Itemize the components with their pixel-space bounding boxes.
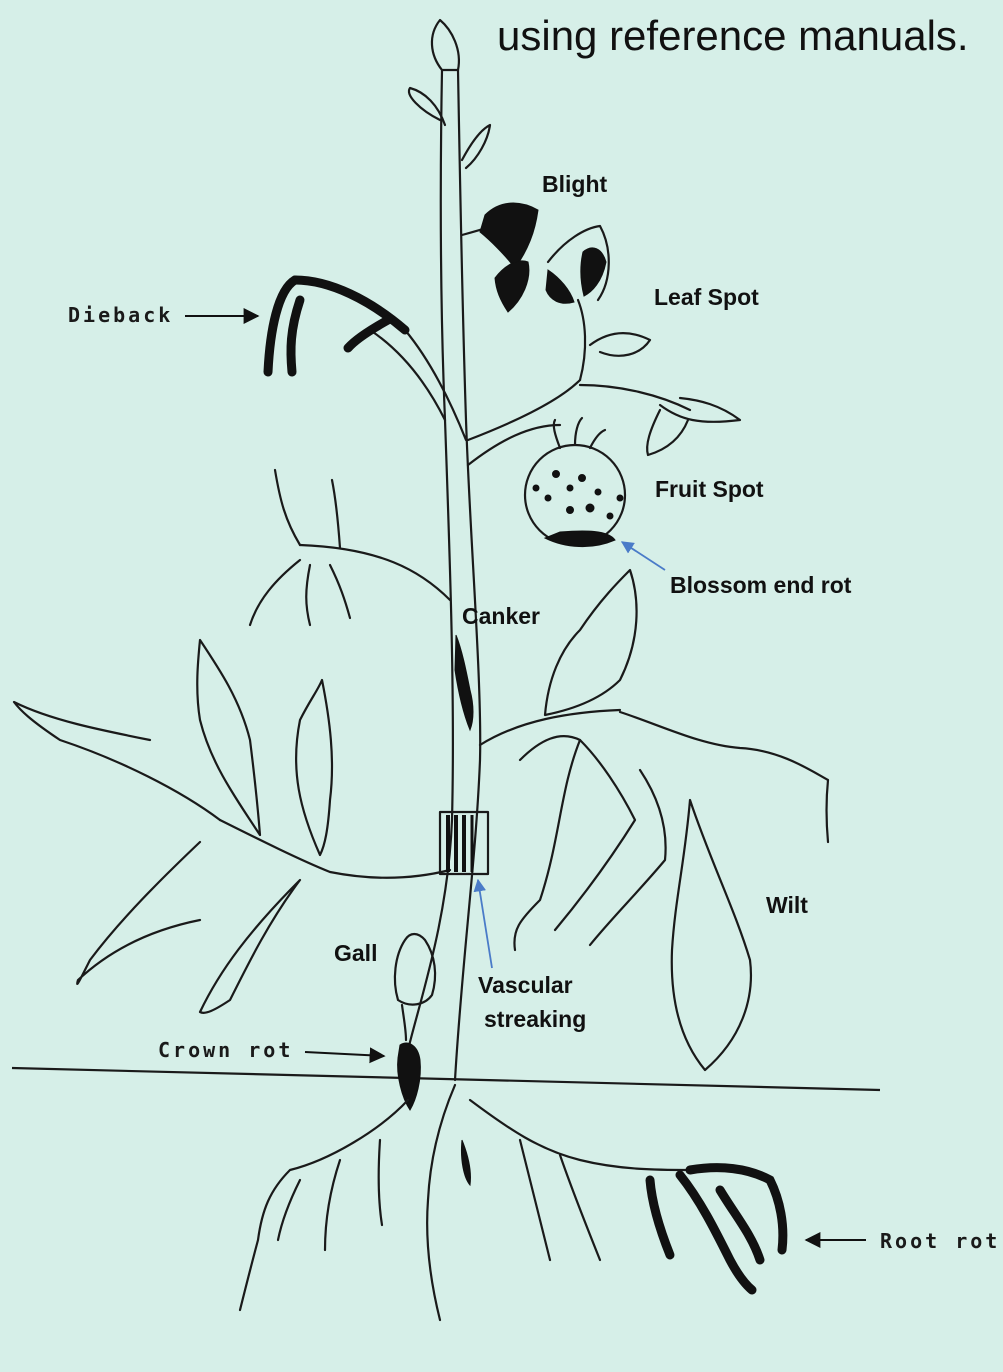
- label-vascular-2: streaking: [484, 1006, 586, 1032]
- vascular-streaking-arrow: [478, 880, 492, 968]
- canker-lesion: [455, 635, 473, 730]
- label-fruit-spot: Fruit Spot: [655, 476, 764, 502]
- crown-rot-arrow: [305, 1052, 384, 1056]
- apex-leaves: [409, 20, 490, 168]
- leaf-spot-branch: [468, 300, 740, 455]
- label-blossom-end-rot: Blossom end rot: [670, 572, 852, 598]
- label-blight: Blight: [542, 171, 607, 197]
- blight-branch: [462, 203, 609, 312]
- label-root-rot: Root rot: [880, 1229, 1000, 1253]
- roots: [240, 1085, 783, 1320]
- dieback-branch: [268, 280, 466, 440]
- label-canker: Canker: [462, 603, 540, 629]
- label-gall: Gall: [334, 940, 377, 966]
- left-upper-branch: [250, 470, 450, 625]
- blossom-end-rot-arrow: [622, 542, 665, 570]
- label-vascular-1: Vascular: [478, 972, 573, 998]
- label-crown-rot: Crown rot: [158, 1038, 293, 1062]
- vascular-streaking-panel: [440, 812, 488, 874]
- left-lower-leaves: [14, 640, 450, 1013]
- label-wilt: Wilt: [766, 892, 808, 918]
- heading-text: using reference manuals.: [497, 12, 969, 59]
- label-dieback: Dieback: [68, 303, 173, 327]
- label-leaf-spot: Leaf Spot: [654, 284, 759, 310]
- ground-line: [12, 1068, 880, 1090]
- fruit: [468, 418, 625, 547]
